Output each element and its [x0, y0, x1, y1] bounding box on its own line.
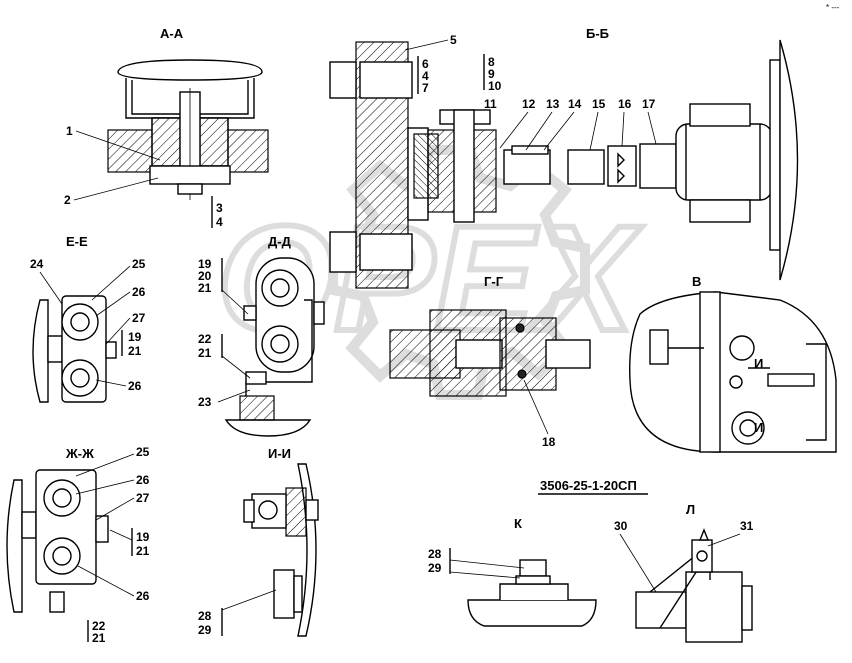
section-gg: Г-Г 18 [389, 274, 591, 449]
callout-aa-2: 2 [64, 193, 71, 207]
callout-zhzh-21: 21 [136, 544, 150, 558]
section-title-zhzh: Ж-Ж [65, 446, 94, 461]
callout-bb-7: 7 [422, 81, 429, 95]
callout-l-30: 30 [614, 519, 628, 533]
callout-ee-25: 25 [132, 257, 146, 271]
view-mark-i-bottom: И [754, 420, 763, 435]
callout-dd-21b: 21 [198, 346, 212, 360]
callout-bb-16: 16 [618, 97, 632, 111]
callout-ii-29: 29 [198, 623, 212, 637]
callout-dd-23: 23 [198, 395, 212, 409]
callout-aa-1: 1 [66, 124, 73, 138]
callout-bb-6: 6 [422, 57, 429, 71]
section-title-dd: Д-Д [268, 234, 292, 249]
callout-k-29: 29 [428, 561, 442, 575]
section-zhzh: Ж-Ж 25 26 27 19 21 26 22 21 [6, 445, 150, 645]
section-bb: Б-Б 5 6 4 7 8 9 10 11 12 13 14 15 16 17 [329, 26, 799, 289]
callout-aa-4: 4 [216, 215, 223, 229]
view-v: В И И [629, 274, 837, 453]
callout-ee-26b: 26 [128, 379, 142, 393]
callout-bb-9: 9 [488, 67, 495, 81]
section-title-ee: Е-Е [66, 234, 88, 249]
callout-bb-11: 11 [484, 97, 497, 111]
callout-ee-26a: 26 [132, 285, 146, 299]
callout-bb-8: 8 [488, 55, 495, 69]
callout-l-31: 31 [740, 519, 754, 533]
section-title-v: В [692, 274, 701, 289]
callout-bb-15: 15 [592, 97, 606, 111]
callout-zhzh-19: 19 [136, 530, 150, 544]
callout-ee-19: 19 [128, 330, 142, 344]
callout-k-28: 28 [428, 547, 442, 561]
section-ii: И-И 28 29 [198, 446, 319, 637]
callout-ee-21: 21 [128, 344, 142, 358]
callout-zhzh-25: 25 [136, 445, 150, 459]
callout-zhzh-21b: 21 [92, 631, 106, 645]
callout-ee-27: 27 [132, 311, 146, 325]
section-title-l: Л [686, 502, 695, 517]
view-mark-i-top: И [754, 356, 763, 371]
callout-bb-4: 4 [422, 69, 429, 83]
view-k: К 28 29 [428, 516, 597, 627]
callout-dd-19: 19 [198, 257, 212, 271]
callout-bb-13: 13 [546, 97, 560, 111]
callout-bb-5: 5 [450, 33, 457, 47]
callout-dd-20: 20 [198, 269, 212, 283]
section-title-ii: И-И [268, 446, 291, 461]
section-aa: А-А 1 2 3 4 [64, 26, 269, 229]
callout-dd-22: 22 [198, 332, 212, 346]
callout-zhzh-27: 27 [136, 491, 150, 505]
section-title-gg: Г-Г [484, 274, 504, 289]
callout-zhzh-26a: 26 [136, 473, 150, 487]
callout-zhzh-26b: 26 [136, 589, 150, 603]
callout-gg-18: 18 [542, 435, 556, 449]
corner-mark: * --- [826, 3, 840, 12]
callout-aa-3: 3 [216, 201, 223, 215]
callout-bb-17: 17 [642, 97, 656, 111]
drawing-code: 3506-25-1-20СП [540, 478, 637, 493]
section-title-aa: А-А [160, 26, 184, 41]
section-ee: Е-Е 24 25 26 27 19 21 26 [30, 234, 146, 403]
section-dd: Д-Д 19 20 21 22 21 23 [198, 234, 325, 437]
view-l: Л 30 31 [614, 502, 754, 643]
callout-bb-12: 12 [522, 97, 536, 111]
section-title-k: К [514, 516, 522, 531]
section-title-bb: Б-Б [586, 26, 609, 41]
callout-bb-14: 14 [568, 97, 582, 111]
callout-zhzh-22: 22 [92, 619, 106, 633]
callout-bb-10: 10 [488, 79, 502, 93]
callout-dd-21a: 21 [198, 281, 212, 295]
callout-ee-24: 24 [30, 257, 44, 271]
callout-ii-28: 28 [198, 609, 212, 623]
